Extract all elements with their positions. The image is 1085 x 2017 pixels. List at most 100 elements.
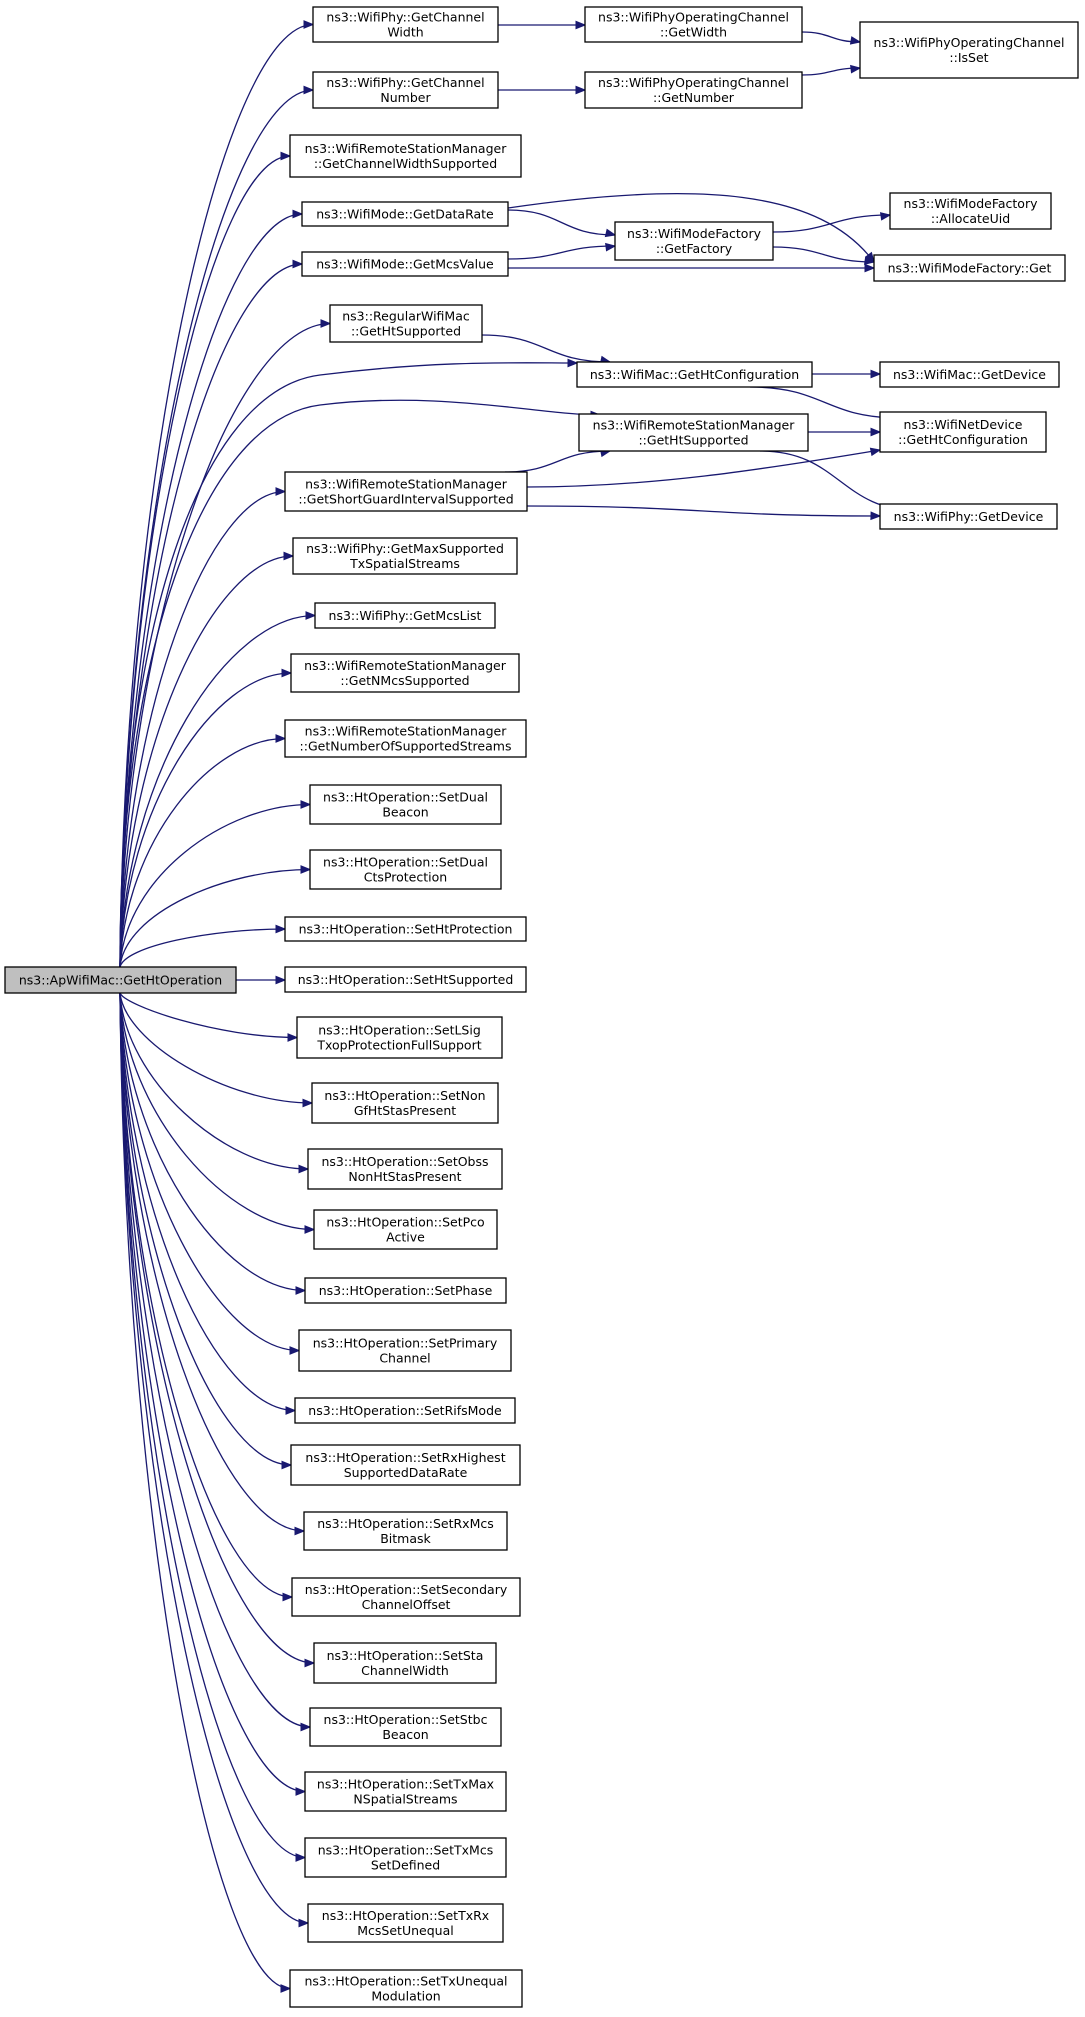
edge-line — [119, 992, 306, 1793]
edge-arrowhead — [295, 1787, 307, 1796]
node-n19[interactable]: ns3::WifiPhy::GetMaxSupportedTxSpatialSt… — [292, 537, 518, 575]
edge-arrowhead — [294, 1526, 306, 1536]
root-node[interactable]: ns3::ApWifiMac::GetHtOperation — [4, 966, 237, 994]
node-label: ns3::HtOperation::SetSta — [327, 1648, 484, 1663]
node-n18[interactable]: ns3::WifiPhy::GetDevice — [879, 503, 1058, 530]
node-box — [314, 602, 496, 629]
node-label: ns3::WifiPhy::GetChannel — [326, 10, 484, 25]
edge-line — [119, 322, 331, 968]
nodes-layer: ns3::ApWifiMac::GetHtOperation ns3::WifiP… — [4, 6, 1079, 2008]
edge-arrowhead — [304, 1658, 316, 1668]
node-n10[interactable]: ns3::WifiModeFactory::Get — [873, 254, 1066, 282]
edge-line — [119, 362, 578, 968]
edge-n2-to-n3 — [801, 31, 862, 45]
edge-arrowhead — [283, 551, 295, 561]
edge-line — [772, 246, 875, 263]
node-n8[interactable]: ns3::WifiModeFactory::GetFactory — [614, 221, 774, 261]
node-label: ns3::WifiMode::GetMcsValue — [316, 257, 494, 272]
node-label: ns3::WifiMac::GetDevice — [893, 367, 1046, 382]
node-box — [576, 361, 813, 388]
node-label: ns3::HtOperation::SetRxMcs — [317, 1516, 494, 1531]
node-n9[interactable]: ns3::WifiModeFactory::AllocateUid — [889, 192, 1052, 230]
node-n26[interactable]: ns3::HtOperation::SetHtSupported — [284, 966, 527, 993]
node-n15[interactable]: ns3::WifiNetDevice::GetHtConfiguration — [879, 411, 1047, 453]
edge-line — [119, 992, 306, 1292]
node-n31[interactable]: ns3::HtOperation::SetPhase — [304, 1277, 507, 1304]
edge-line — [526, 505, 881, 517]
node-n16[interactable]: ns3::WifiRemoteStationManager::GetHtSupp… — [578, 413, 809, 452]
node-n34[interactable]: ns3::HtOperation::SetRxHighestSupportedD… — [290, 1444, 521, 1486]
edge-arrowhead — [280, 151, 292, 161]
node-label: ns3::WifiRemoteStationManager — [305, 724, 508, 739]
node-label: ns3::HtOperation::SetNon — [324, 1088, 485, 1103]
node-label: ChannelWidth — [361, 1663, 449, 1678]
edge-arrowhead — [879, 212, 892, 221]
node-box — [304, 1277, 507, 1304]
edge-n16-to-n15 — [807, 427, 882, 437]
edge-arrowhead — [292, 259, 304, 269]
edge-arrowhead — [864, 263, 876, 273]
node-n12[interactable]: ns3::RegularWifiMac::GetHtSupported — [329, 304, 483, 343]
node-n13[interactable]: ns3::WifiMac::GetHtConfiguration — [576, 361, 813, 388]
edge-line — [119, 992, 309, 1924]
node-label: ::GetHtSupported — [351, 324, 461, 339]
node-n17[interactable]: ns3::WifiRemoteStationManager::GetShortG… — [284, 471, 528, 512]
node-label: ns3::HtOperation::SetRxHighest — [305, 1450, 505, 1465]
node-box — [291, 1577, 521, 1617]
node-n5[interactable]: ns3::WifiPhyOperatingChannel::GetNumber — [584, 71, 803, 109]
node-n1[interactable]: ns3::WifiPhy::GetChannelWidth — [312, 6, 499, 43]
node-box — [312, 6, 499, 43]
edge-root-to-n20 — [119, 611, 317, 968]
node-n14[interactable]: ns3::WifiMac::GetDevice — [879, 361, 1060, 388]
node-n39[interactable]: ns3::HtOperation::SetTxMaxNSpatialStream… — [304, 1771, 507, 1812]
edge-arrowhead — [282, 1592, 294, 1602]
node-n33[interactable]: ns3::HtOperation::SetRifsMode — [294, 1397, 516, 1424]
node-label: ns3::WifiModeFactory::Get — [888, 261, 1052, 276]
node-box — [301, 201, 509, 227]
node-n36[interactable]: ns3::HtOperation::SetSecondaryChannelOff… — [291, 1577, 521, 1617]
node-box — [309, 1707, 502, 1747]
node-label: Beacon — [382, 805, 428, 820]
edge-arrowhead — [863, 256, 876, 265]
edge-arrowhead — [605, 242, 617, 252]
edge-arrowhead — [292, 209, 304, 219]
node-n3[interactable]: ns3::WifiPhyOperatingChannel::IsSet — [859, 21, 1079, 79]
edge-arrowhead — [275, 487, 287, 496]
edge-n1-to-n2 — [498, 20, 587, 30]
node-n29[interactable]: ns3::HtOperation::SetObssNonHtStasPresen… — [307, 1148, 503, 1190]
node-n2[interactable]: ns3::WifiPhyOperatingChannel::GetWidth — [584, 6, 803, 43]
node-n22[interactable]: ns3::WifiRemoteStationManager::GetNumber… — [284, 719, 527, 758]
node-n6[interactable]: ns3::WifiRemoteStationManager::GetChanne… — [289, 134, 522, 178]
node-label: ns3::HtOperation::SetPco — [326, 1215, 484, 1230]
node-box — [289, 1969, 523, 2008]
node-n7[interactable]: ns3::WifiMode::GetDataRate — [301, 201, 509, 227]
node-label: ns3::HtOperation::SetHtProtection — [299, 922, 513, 937]
node-n11[interactable]: ns3::WifiMode::GetMcsValue — [301, 251, 509, 277]
edge-n16-to-n18 — [759, 450, 922, 512]
node-label: ns3::HtOperation::SetLSig — [318, 1023, 481, 1038]
node-label: ns3::WifiNetDevice — [904, 417, 1023, 432]
node-label: ns3::HtOperation::SetPhase — [319, 1283, 493, 1298]
edge-arrowhead — [305, 611, 317, 620]
node-n27[interactable]: ns3::HtOperation::SetLSigTxopProtectionF… — [296, 1016, 503, 1059]
node-n25[interactable]: ns3::HtOperation::SetHtProtection — [284, 916, 527, 942]
edge-root-to-n28 — [119, 992, 314, 1108]
node-n21[interactable]: ns3::WifiRemoteStationManager::GetNMcsSu… — [290, 653, 520, 693]
edge-line — [772, 214, 891, 233]
node-n20[interactable]: ns3::WifiPhy::GetMcsList — [314, 602, 496, 629]
edge-line — [119, 803, 311, 968]
node-box — [859, 21, 1079, 79]
edge-arrowhead — [300, 800, 312, 809]
